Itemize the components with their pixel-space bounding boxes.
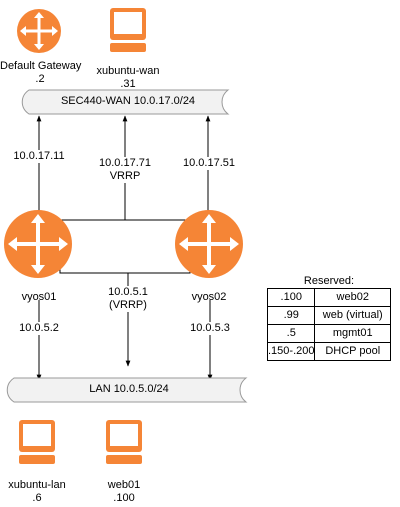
- table-row: .5 mgmt01: [266, 324, 391, 343]
- reserved-host: mgmt01: [314, 324, 391, 343]
- reserved-addr: .100: [266, 288, 316, 307]
- wan-network-label: SEC440-WAN 10.0.17.0/24: [60, 95, 196, 107]
- web01-name: web01: [107, 479, 141, 491]
- table-row: .150-.200 DHCP pool: [266, 342, 391, 361]
- wan-network-banner: [21, 89, 230, 115]
- reserved-table: .100 web02 .99 web (virtual) .5 mgmt01 .…: [266, 288, 391, 361]
- web01-addr: .100: [113, 492, 135, 504]
- vrrp-wan-tag: VRRP: [92, 170, 158, 183]
- reserved-host: DHCP pool: [314, 342, 391, 361]
- xubuntu-wan-computer-icon: [110, 8, 146, 52]
- xubuntu-lan-addr: .6: [32, 492, 42, 504]
- xubuntu-wan-name: xubuntu-wan: [96, 65, 160, 77]
- lan-network-label: LAN 10.0.5.0/24: [89, 383, 169, 395]
- vrrp-lan-ip: 10.0.5.1: [96, 286, 160, 299]
- vyos02-router-icon: [175, 210, 243, 278]
- lan-network-banner: [6, 377, 248, 403]
- xubuntu-wan-addr: .31: [120, 78, 136, 90]
- default-gateway-addr: .2: [35, 73, 45, 85]
- xubuntu-lan-computer-icon: [19, 420, 55, 464]
- xubuntu-lan-name: xubuntu-lan: [8, 479, 66, 491]
- reserved-host: web (virtual): [314, 306, 391, 325]
- table-row: .99 web (virtual): [266, 306, 391, 325]
- vyos01-name: vyos01: [21, 291, 57, 303]
- reserved-addresses: Reserved: .100 web02 .99 web (virtual) .…: [266, 275, 391, 361]
- reserved-addr: .150-.200: [266, 342, 316, 361]
- reserved-host: web02: [314, 288, 391, 307]
- vyos02-lan-ip: 10.0.5.3: [182, 322, 238, 335]
- vrrp-lan-tag: (VRRP): [96, 299, 160, 312]
- default-gateway-router-icon: [17, 9, 61, 53]
- reserved-title: Reserved:: [303, 275, 355, 287]
- vyos01-wan-ip: 10.0.17.11: [4, 150, 74, 163]
- vrrp-wan-ip: 10.0.17.71: [92, 157, 158, 170]
- vyos01-router-icon: [4, 210, 72, 278]
- default-gateway-name: Default Gateway: [0, 60, 82, 72]
- vyos01-lan-ip: 10.0.5.2: [10, 322, 68, 335]
- reserved-addr: .99: [266, 306, 316, 325]
- web01-computer-icon: [106, 420, 142, 464]
- vrrp-cluster-box: [59, 219, 191, 274]
- vyos02-wan-ip: 10.0.17.51: [176, 157, 242, 170]
- vyos02-name: vyos02: [191, 291, 227, 303]
- table-row: .100 web02: [266, 288, 391, 307]
- reserved-addr: .5: [266, 324, 316, 343]
